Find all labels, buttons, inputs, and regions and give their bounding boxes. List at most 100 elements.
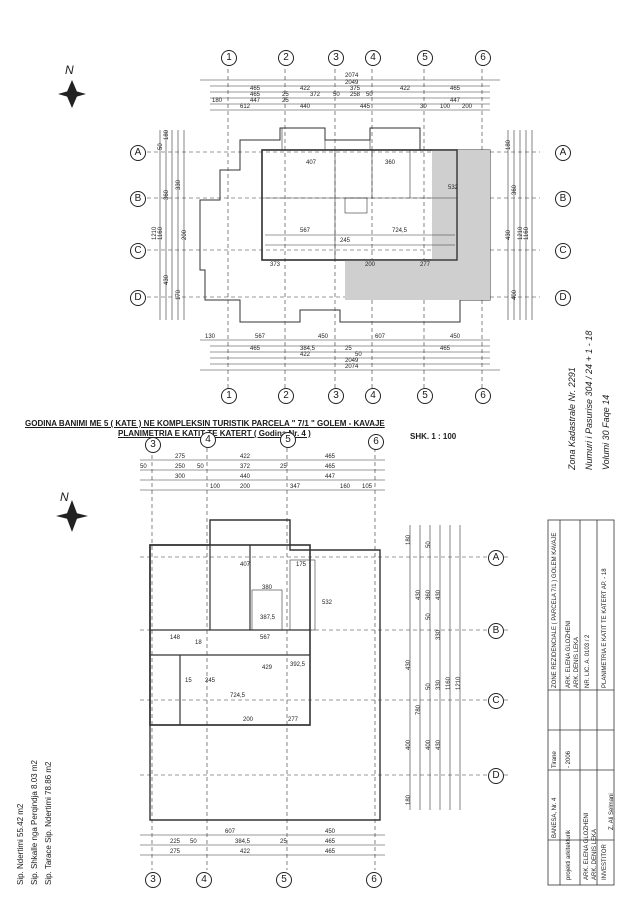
title-block [547, 519, 615, 886]
titleblock-architect: ARK. ELENA GLOZHENI [566, 620, 572, 688]
dim-left: 200 [182, 229, 188, 240]
axis-bubble-row: D [130, 290, 146, 306]
dim-label: 25 [282, 92, 289, 98]
sheet-subtitle: PLANIMETRIA E KATIT TE KATERT ( Godina N… [118, 429, 311, 438]
inner-dim-b: 175 [296, 562, 307, 568]
inner-dim-b: 380 [262, 585, 273, 591]
inner-dim-b: 407 [240, 562, 251, 568]
dim-bottom: 422 [300, 352, 311, 358]
dim-bottom: 2049 [345, 358, 359, 364]
inner-dim: 360 [385, 160, 396, 166]
titleblock-city: Tirane [552, 751, 558, 768]
area-shkalle: Sip. Shkalle nga Perqindja 8.03 m2 [30, 760, 39, 885]
dim-b-top: 50 [197, 464, 204, 470]
dim-label: 465 [250, 86, 261, 92]
inner-dim-b: 532 [322, 600, 333, 606]
north-label-top: N [65, 63, 74, 77]
dim-label: 447 [250, 98, 261, 104]
titleblock-investor-name: Z. Ali Selmani [609, 793, 615, 830]
dim-b-right: 360 [426, 589, 432, 600]
dim-bottom: 130 [205, 334, 216, 340]
axis-bubble-row-right: B [555, 191, 571, 207]
dim-left: 1160 [158, 227, 164, 240]
dim-label: 440 [300, 104, 311, 110]
dim-label: 2074 [345, 73, 359, 79]
axis-bubble-top-bottom: 1 [221, 388, 237, 404]
titleblock-architect2-b: ARK. DENIS LEKA [592, 828, 598, 880]
axis-bubble-top-bottom: 5 [417, 388, 433, 404]
dim-b-top: 440 [240, 474, 251, 480]
dim-label: 372 [310, 92, 321, 98]
dim-b-right: 430 [406, 659, 412, 670]
inner-dim-b: 200 [243, 717, 254, 723]
inner-dim-b: 392,5 [290, 662, 306, 668]
dim-label: 612 [240, 104, 251, 110]
axis-bubble-row: B [130, 191, 146, 207]
dim-label: 375 [350, 86, 361, 92]
inner-dim: 407 [306, 160, 317, 166]
titleblock-project: projekti arkitekturik [566, 829, 572, 880]
dim-bottom: 25 [345, 346, 352, 352]
dim-b-top: 25 [280, 464, 287, 470]
dim-bottom: 50 [355, 352, 362, 358]
inner-dim: 277 [420, 262, 431, 268]
inner-dim-b: 429 [262, 665, 273, 671]
sheet-title: GODINA BANIMI ME 5 ( KATE ) NE KOMPLEKSI… [25, 419, 385, 428]
inner-dim: 200 [365, 262, 376, 268]
scale-label: SHK. 1 : 100 [410, 432, 457, 441]
axis-bubble-top-bottom: 3 [328, 388, 344, 404]
titleblock-plan: PLANIMETRIA E KATIT TE KATERT AP. - 18 [602, 568, 608, 688]
dim-right: 180 [506, 139, 512, 150]
axis-bubble-bottom: 6 [368, 434, 384, 450]
dim-b-top: 275 [175, 454, 186, 460]
axis-bubble-top: 4 [365, 50, 381, 66]
dim-label: 30 [420, 104, 427, 110]
axis-bubble-bottom: 5 [280, 432, 296, 448]
inner-dim: 532 [448, 185, 459, 191]
inner-dim-b: 148 [170, 635, 181, 641]
dim-b-right: 180 [406, 534, 412, 545]
dim-label: 258 [350, 92, 361, 98]
dim-label: 422 [400, 86, 411, 92]
inner-dim-b: 567 [260, 635, 271, 641]
axis-bubble-row: C [130, 243, 146, 259]
inner-dim-b: 724,5 [230, 693, 246, 699]
dim-b-top: 447 [325, 474, 336, 480]
axis-bubble-bottom: 3 [145, 437, 161, 453]
dim-b-top: 372 [240, 464, 251, 470]
dim-b-right: 330 [436, 679, 442, 690]
dim-b-top: 300 [175, 474, 186, 480]
dim-b-right: 400 [406, 739, 412, 750]
dim-b-bottom: 275 [170, 849, 181, 855]
dim-left: 430 [164, 274, 170, 285]
dim-b-bottom: 225 [170, 839, 181, 845]
dim-label: 200 [462, 104, 473, 110]
dim-b-right: 400 [426, 739, 432, 750]
axis-bubble-top: 2 [278, 50, 294, 66]
dim-b-bottom: 25 [280, 839, 287, 845]
north-label-bottom: N [60, 490, 69, 504]
axis-bubble-top-bottom: 4 [365, 388, 381, 404]
dim-bottom: 384,5 [300, 346, 316, 352]
dim-left: 330 [176, 179, 182, 190]
inner-dim-b: 18 [195, 640, 202, 646]
inner-dim-b: 277 [288, 717, 299, 723]
dim-b-top: 422 [240, 454, 251, 460]
north-arrow-top [58, 80, 86, 108]
dim-left: 360 [164, 189, 170, 200]
dim-b-right: 1210 [456, 676, 462, 690]
dim-left: 170 [176, 289, 182, 300]
dim-bottom: 465 [250, 346, 261, 352]
dim-label: 50 [333, 92, 340, 98]
dim-b-right: 1160 [446, 677, 452, 690]
dim-b-right: 780 [416, 704, 422, 715]
dim-b-bottom: 465 [325, 839, 336, 845]
dim-left: 180 [164, 129, 170, 140]
dim-label: 465 [250, 92, 261, 98]
dim-b-bottom: 607 [225, 829, 236, 835]
titleblock-banesa: BANESA, Nr. 4 [552, 797, 558, 838]
axis-bubble-top: 3 [328, 50, 344, 66]
dim-b-bottom: 50 [190, 839, 197, 845]
dim-bottom: 450 [450, 334, 461, 340]
dim-right: 1160 [524, 227, 530, 240]
